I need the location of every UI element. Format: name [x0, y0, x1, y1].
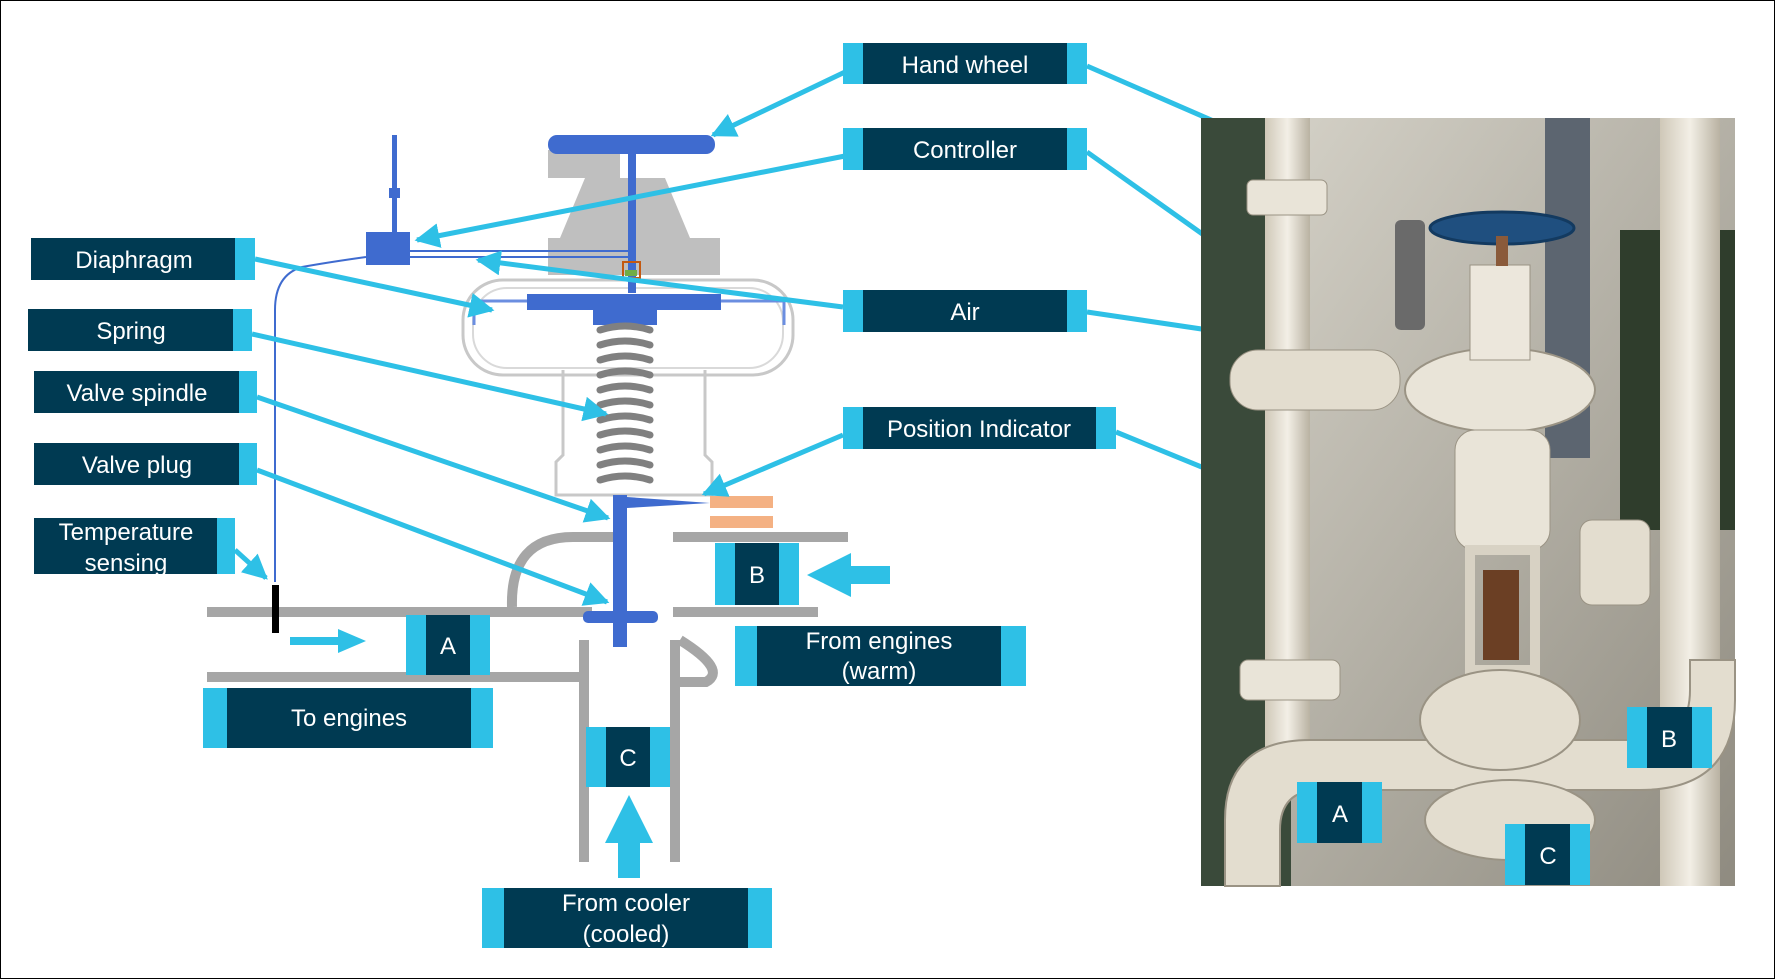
port-a-schematic-text: A — [440, 633, 456, 660]
label-from-engines-line1: From engines — [806, 628, 953, 655]
arrow-diaphragm — [254, 256, 495, 318]
label-spring-text: Spring — [96, 318, 165, 345]
photo-flange-bottom — [1239, 659, 1341, 701]
label-position-indicator-text: Position Indicator — [887, 416, 1071, 443]
label-temperature-sensing-line1: Temperature — [59, 519, 194, 546]
label-diaphragm-text: Diaphragm — [75, 247, 192, 274]
label-spring: Spring — [28, 309, 252, 351]
flow-arrow-from-cooler — [605, 795, 653, 878]
pipe-right-lower — [673, 607, 818, 617]
temperature-sensor-bulb — [272, 585, 279, 633]
hand-wheel-stem — [628, 153, 636, 293]
label-from-cooler: From cooler (cooled) — [482, 888, 772, 948]
label-hand-wheel-text: Hand wheel — [902, 52, 1029, 79]
port-c-schematic-text: C — [619, 745, 636, 772]
flow-arrow-to-engines — [290, 629, 366, 653]
label-position-indicator: Position Indicator — [843, 407, 1116, 449]
port-b-schematic-text: B — [749, 562, 765, 589]
label-controller-text: Controller — [913, 137, 1017, 164]
label-temperature-sensing: Temperature sensing — [34, 518, 235, 577]
port-c-schematic: C — [586, 727, 670, 787]
label-valve-spindle-text: Valve spindle — [67, 380, 208, 407]
label-hand-wheel: Hand wheel — [843, 43, 1087, 84]
valve-plug-disc — [583, 611, 658, 623]
spring-coil — [596, 322, 654, 484]
port-a-schematic: A — [406, 615, 490, 675]
photo-yoke — [1469, 264, 1531, 361]
label-diaphragm: Diaphragm — [31, 238, 255, 280]
arrow-position-indicator — [701, 432, 844, 497]
arrow-valve-plug — [256, 467, 610, 606]
controller-antenna — [392, 135, 397, 233]
label-from-cooler-line1: From cooler — [562, 890, 690, 917]
label-controller: Controller — [843, 128, 1087, 170]
pipe-upper-left — [207, 607, 592, 617]
indicator-scale-upper — [710, 496, 773, 508]
arrow-hand-wheel — [710, 69, 847, 138]
photo-valve-body — [1419, 669, 1581, 771]
port-a-photo: A — [1297, 782, 1382, 843]
label-valve-spindle: Valve spindle — [34, 371, 257, 413]
arrow-air — [475, 250, 844, 310]
photo-diaphragm-case — [1404, 347, 1596, 433]
pipe-bend-top — [506, 532, 574, 608]
photo-wheel-stem — [1496, 236, 1508, 266]
label-temperature-sensing-line2: sensing — [85, 550, 168, 577]
port-c-photo: C — [1505, 824, 1590, 885]
diaphragm-plate — [527, 294, 721, 310]
label-from-cooler-line2: (cooled) — [583, 921, 670, 948]
controller-antenna-knob — [389, 188, 400, 198]
valve-photo-illustration — [1201, 118, 1736, 887]
photo-lower-body — [1454, 429, 1551, 551]
arrow-temperature-sensing — [233, 548, 268, 580]
port-b-photo-text: B — [1661, 726, 1677, 753]
arrow-spring — [251, 331, 609, 422]
label-from-engines-line2: (warm) — [842, 658, 917, 685]
photo-side-flange — [1579, 519, 1651, 606]
photo-flange-top — [1246, 179, 1328, 216]
port-a-photo-text: A — [1332, 801, 1348, 828]
port-c-photo-text: C — [1539, 843, 1556, 870]
label-valve-plug-text: Valve plug — [82, 452, 192, 479]
controller-box — [366, 232, 410, 265]
pipe-vertical-left — [579, 640, 589, 862]
pipe-mid-top — [573, 532, 623, 542]
position-pointer — [627, 497, 710, 508]
label-air-text: Air — [950, 299, 979, 326]
port-b-photo: B — [1627, 707, 1712, 768]
label-to-engines-text: To engines — [291, 705, 407, 732]
port-b-schematic: B — [715, 543, 799, 605]
photo-rusty-spindle — [1483, 570, 1519, 660]
pipe-lower-left — [207, 672, 582, 682]
label-air: Air — [843, 290, 1087, 332]
spring-seat — [593, 310, 657, 325]
arrow-controller — [414, 153, 846, 248]
label-valve-plug: Valve plug — [34, 443, 257, 485]
spring-housing — [554, 370, 714, 497]
pipe-right-upper — [673, 532, 848, 542]
flow-arrow-from-engines — [807, 553, 890, 597]
yoke-stem — [548, 150, 620, 178]
label-to-engines: To engines — [203, 688, 493, 748]
arrow-valve-spindle — [256, 394, 611, 523]
stem-seal — [625, 270, 637, 276]
hand-wheel-rim — [548, 135, 715, 154]
indicator-scale-lower — [710, 516, 773, 528]
pipe-vertical-right — [670, 640, 680, 862]
photo-controller-body — [1395, 220, 1425, 330]
label-from-engines: From engines (warm) — [735, 626, 1026, 686]
pipe-bend-right — [673, 635, 718, 687]
valve-spindle-rod — [613, 495, 627, 647]
photo-horizontal-pipe — [1229, 349, 1401, 411]
